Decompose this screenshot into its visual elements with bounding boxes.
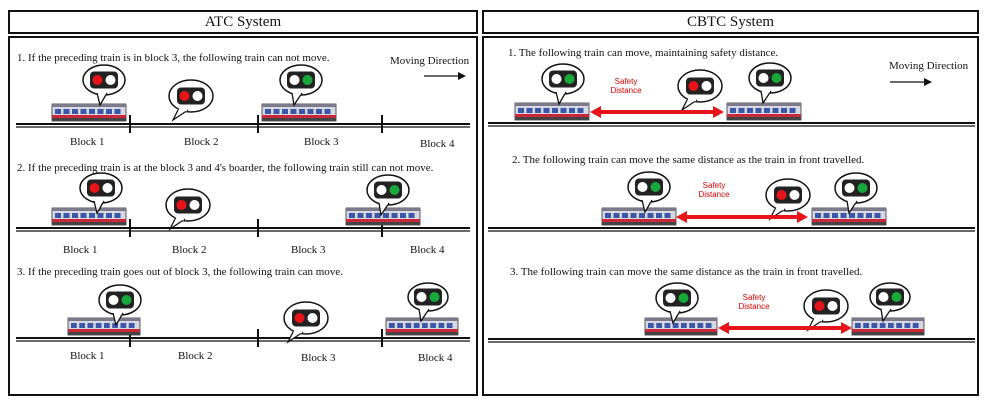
atc-s2-block2-signal	[165, 188, 211, 231]
atc-title: ATC System	[204, 14, 282, 30]
cbtc-direction-arrow-head	[924, 78, 932, 86]
atc-s2-train2-signal	[366, 174, 410, 217]
cbtc-s3-ahead-signal	[803, 289, 849, 332]
atc-s1-train1-signal	[82, 64, 126, 107]
cbtc-s3-preceding-train	[851, 317, 925, 336]
atc-s2-block-4: Block 4	[410, 244, 445, 256]
atc-s1-block-1: Block 1	[70, 136, 105, 148]
cbtc-panel	[482, 36, 979, 396]
atc-s2-train1-signal	[79, 172, 123, 215]
atc-direction-arrow-head	[458, 72, 466, 80]
atc-s1-preceding-train	[261, 103, 337, 122]
atc-s3-block-4: Block 4	[418, 352, 453, 364]
cbtc-s1-following-train	[514, 102, 590, 121]
cbtc-s2-ahead-signal	[765, 178, 811, 221]
atc-s1-block-2: Block 2	[184, 136, 219, 148]
atc-s3-block3-signal	[283, 301, 329, 344]
atc-s3-train2-signal	[407, 282, 449, 323]
atc-s1-train2-signal	[279, 64, 323, 107]
cbtc-s3-train2-signal	[869, 282, 911, 323]
cbtc-s3-train1-signal	[655, 282, 699, 325]
cbtc-s1-preceding-train	[726, 102, 802, 121]
cbtc-s2-train2-signal	[834, 172, 878, 215]
cbtc-s1-safety-arrow	[590, 106, 724, 118]
atc-scene-2-text: 2. If the preceding train is at the bloc…	[17, 162, 434, 174]
atc-s3-train1-signal	[98, 284, 142, 327]
atc-s2-block-2: Block 2	[172, 244, 207, 256]
cbtc-s1-train1-signal	[541, 63, 585, 106]
cbtc-s2-train1-signal	[627, 171, 671, 214]
cbtc-s3-safety-arrow	[718, 322, 852, 334]
atc-direction-label: Moving Direction	[390, 55, 470, 67]
cbtc-s2-following-train	[601, 207, 677, 226]
atc-s2-following-train	[51, 207, 127, 226]
atc-header: ATC System	[8, 10, 478, 34]
cbtc-title: CBTC System	[686, 14, 775, 30]
cbtc-s1-train2-signal	[748, 62, 792, 105]
atc-scene-3-text: 3. If the preceding train goes out of bl…	[17, 266, 343, 278]
cbtc-scene-3-text: 3. The following train can move the same…	[510, 266, 863, 278]
atc-s3-block-2: Block 2	[178, 350, 213, 362]
atc-s3-block-3: Block 3	[301, 352, 336, 364]
atc-s1-block-3: Block 3	[304, 136, 339, 148]
atc-s3-block-1: Block 1	[70, 350, 105, 362]
cbtc-s1-ahead-signal	[677, 69, 723, 112]
cbtc-header: CBTC System	[482, 10, 979, 34]
cbtc-s3-following-train	[644, 317, 718, 336]
atc-s1-block2-signal	[168, 79, 214, 122]
atc-s2-block-3: Block 3	[291, 244, 326, 256]
cbtc-scene-2-text: 2. The following train can move the same…	[512, 154, 865, 166]
cbtc-s2-safety-arrow	[676, 211, 808, 223]
atc-s3-following-train	[67, 317, 141, 336]
atc-s1-block-4: Block 4	[420, 138, 455, 150]
atc-s1-following-train	[51, 103, 127, 122]
atc-panel	[8, 36, 478, 396]
cbtc-scene-1-text: 1. The following train can move, maintai…	[508, 47, 779, 59]
atc-s2-block-1: Block 1	[63, 244, 98, 256]
cbtc-direction-label: Moving Direction	[889, 60, 969, 72]
atc-scene-1-text: 1. If the preceding train is in block 3,…	[17, 52, 330, 64]
